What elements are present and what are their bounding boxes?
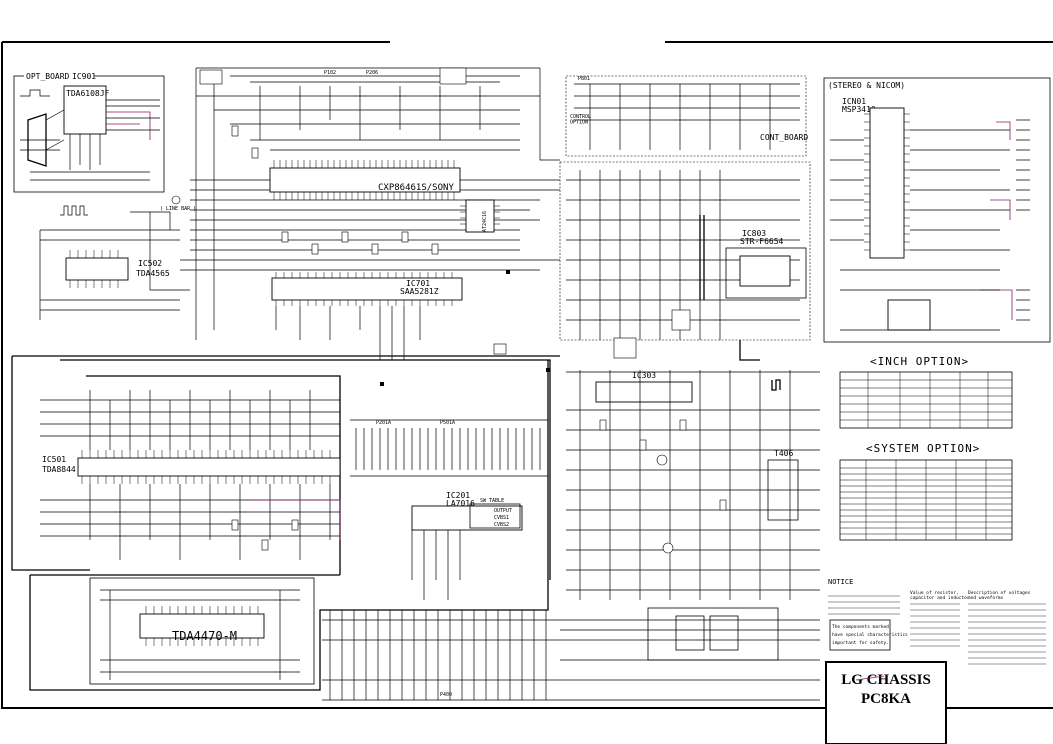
stereo-nicom-panel: (STEREO & NICOM) ICN01 MSP3410 — [823, 77, 1051, 343]
inch-option-title: <INCH OPTION> — [870, 355, 969, 368]
misc-components — [171, 67, 727, 554]
title-model: PC8KA — [861, 691, 911, 707]
system-option-section: <SYSTEM OPTION> — [839, 442, 1013, 541]
ic201-ref: IC201 — [446, 491, 470, 500]
icn01-ref: ICN01 — [842, 97, 866, 106]
connector-p206: P206 — [366, 70, 378, 76]
ic701-part: SAA5281Z — [400, 287, 439, 296]
micom-ic: CXP86461S/SONY — [269, 160, 461, 200]
connector-p501a: P501A — [440, 420, 455, 426]
opt-board-label: OPT_BOARD — [26, 72, 70, 81]
power-supply-area: IC803 STR-F6654 — [559, 161, 811, 341]
connector-p801: P801 — [578, 76, 590, 82]
ic701-ref: IC701 — [406, 279, 430, 288]
audio-ic-area: TDA4470-M — [89, 577, 315, 685]
deflection-area: IC303 T406 — [566, 340, 820, 600]
connector-bank-center: P201A P501A — [350, 419, 548, 477]
notice-line1: The components marked — [832, 624, 889, 630]
sw-in1-label: CVBS1 — [494, 515, 509, 521]
outer-frame — [1, 41, 1053, 709]
sw-output-label: OUTPUT — [494, 508, 512, 514]
stereo-nicom-label: (STEREO & NICOM) — [828, 81, 905, 90]
micom-pins-top — [273, 160, 455, 200]
ic502-part: TDA4565 — [136, 269, 170, 278]
notice-line2: have special characteristics — [832, 632, 908, 638]
title-block: LG CHASSIS PC8KA — [825, 661, 947, 744]
audio-ic-part: TDA4470-M — [172, 629, 237, 643]
connector-p102: P102 — [324, 70, 336, 76]
ic501-ref: IC501 — [42, 455, 66, 464]
icn01-part: MSP3410 — [842, 105, 876, 114]
ic501-part: TDA8844 — [42, 465, 76, 474]
notice-line3: important for safety. — [832, 640, 889, 646]
sw-table-label: SW TABLE — [480, 498, 504, 504]
cont-board-label: CONT_BOARD — [760, 133, 808, 142]
value-of-resistor-text: Value of resistor,capacitor and inductor — [910, 590, 970, 601]
notice-section: NOTICE Value of resistor,capacitor and i… — [828, 578, 1046, 665]
system-option-title: <SYSTEM OPTION> — [866, 442, 980, 455]
ic501: IC501 TDA8844 — [40, 390, 341, 560]
eeprom-part: AT24C16 — [482, 211, 488, 232]
ic803-part: STR-F6654 — [740, 237, 784, 246]
ic201: IC201 LA7016 SW TABLE OUTPUT CVBS1 CVBS2 — [411, 491, 523, 600]
line-bar-label: ( LINE BAR ) — [160, 206, 196, 212]
tuner-area — [560, 607, 820, 661]
ic901-ref: IC901 — [72, 72, 96, 81]
opt-board-section: OPT_BOARD IC901 TDA6108JF — [13, 71, 165, 193]
ic803-ref: IC803 — [742, 229, 766, 238]
micom-part: CXP86461S/SONY — [378, 183, 454, 193]
power-bus — [11, 355, 560, 691]
inch-option-section: <INCH OPTION> — [839, 355, 1013, 429]
ic201-part: LA7016 — [446, 499, 475, 508]
sw-in2-label: CVBS2 — [494, 522, 509, 528]
t406-label: T406 — [774, 449, 793, 458]
bottom-connector-array: P400 — [322, 610, 820, 701]
ic701: IC701 SAA5281Z — [271, 272, 463, 360]
ic502: IC502 TDA4565 ( LINE BAR ) — [39, 206, 196, 320]
eeprom-ic: AT24C16 — [460, 199, 500, 233]
ic901-part: TDA6108JF — [66, 89, 110, 98]
notice-title: NOTICE — [828, 578, 853, 586]
ic303-ref: IC303 — [632, 371, 656, 380]
connector-p201a: P201A — [376, 420, 391, 426]
connector-p400: P400 — [440, 692, 452, 698]
title-brand: LG CHASSIS — [841, 672, 931, 688]
